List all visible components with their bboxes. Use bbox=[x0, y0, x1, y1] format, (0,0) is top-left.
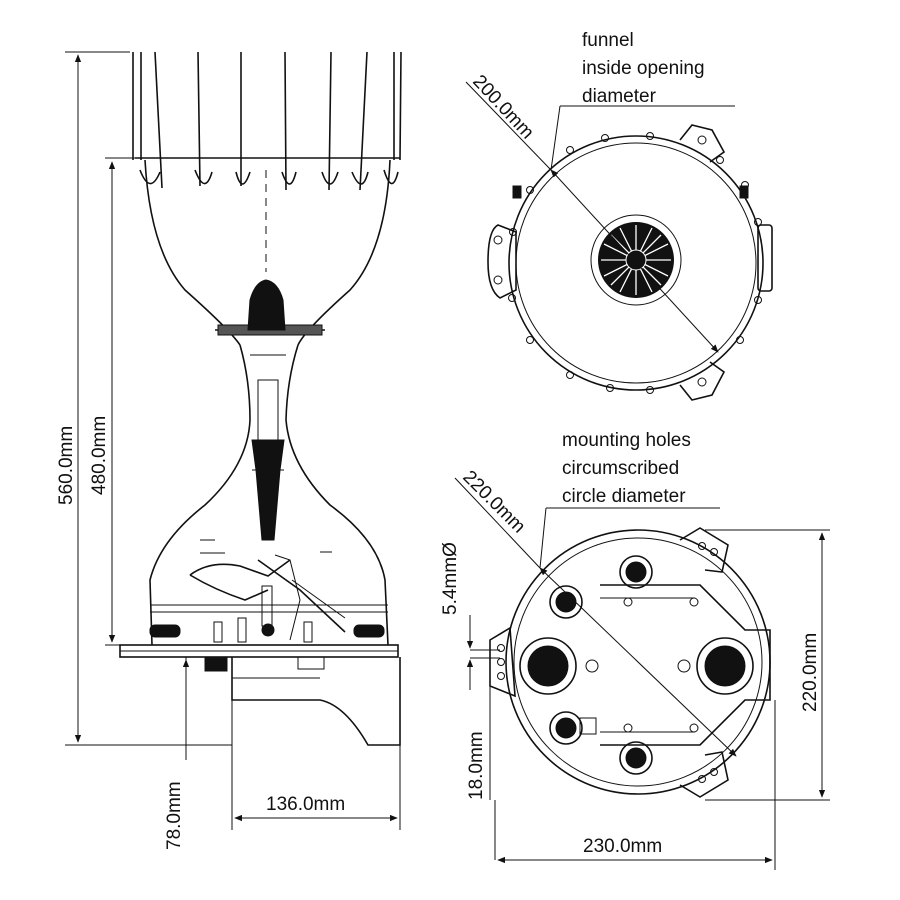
mount-diameter-label: 220.0mm bbox=[458, 467, 529, 538]
height-total-label: 560.0mm bbox=[56, 426, 77, 505]
hourglass-neck bbox=[149, 344, 389, 646]
bottom-width-label: 230.0mm bbox=[583, 836, 662, 857]
side-view bbox=[119, 51, 402, 746]
side-dimensions bbox=[65, 51, 401, 830]
bottom-height-label: 220.0mm bbox=[800, 633, 821, 712]
mounting-box bbox=[231, 657, 401, 746]
height-funnel-label: 480.0mm bbox=[89, 416, 110, 495]
mount-note-3: circle diameter bbox=[562, 486, 686, 507]
mount-note-1: mounting holes bbox=[562, 430, 691, 451]
base-width-label: 136.0mm bbox=[266, 794, 345, 815]
top-view bbox=[465, 81, 773, 401]
funnel-diameter-label: 200.0mm bbox=[468, 71, 537, 143]
bottom-offset-label: 18.0mm bbox=[466, 731, 487, 800]
base-height-label: 78.0mm bbox=[164, 781, 185, 850]
funnel-note-1: funnel bbox=[582, 30, 634, 51]
hole-diameter-label: 5.4mmØ bbox=[440, 542, 461, 615]
mount-note-2: circumscribed bbox=[562, 458, 679, 479]
funnel-note-3: diameter bbox=[582, 86, 657, 107]
rim-bolts bbox=[508, 132, 762, 394]
funnel-note-2: inside opening bbox=[582, 58, 705, 79]
tipping-bucket bbox=[189, 539, 346, 641]
outer-rim bbox=[508, 135, 764, 391]
bird-spikes bbox=[132, 51, 402, 191]
bottom-view bbox=[454, 477, 830, 870]
